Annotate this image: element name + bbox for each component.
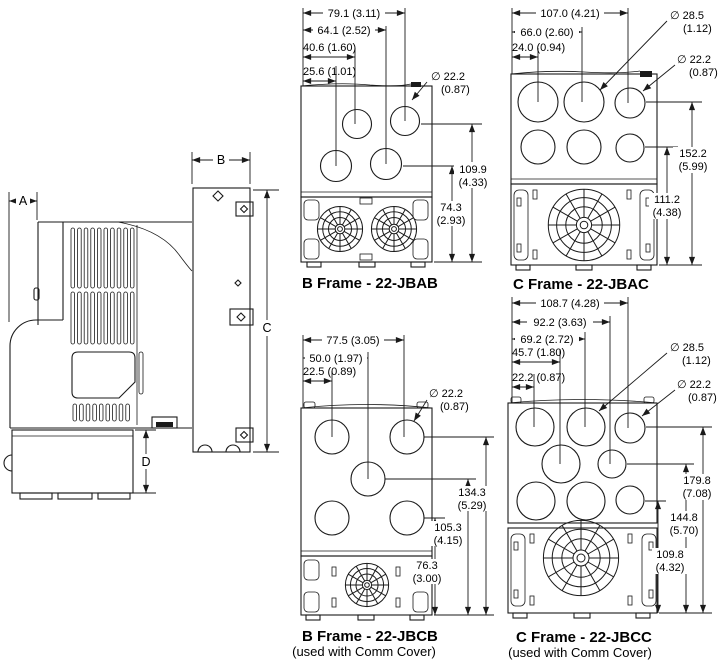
fan-grille-icon bbox=[543, 520, 619, 596]
drive-body bbox=[9, 221, 193, 429]
jbab-height-dim-1-in: (4.33) bbox=[459, 177, 488, 189]
jbab-caption: B Frame - 22-JBAB bbox=[302, 275, 438, 292]
vent-slats-upper bbox=[70, 227, 135, 289]
side-view-dimensions: B A C D bbox=[8, 152, 279, 494]
jbab-fan-section bbox=[300, 196, 433, 268]
jbcb-dimensions: 77.5 (3.05) 50.0 (1.97) 22.5 (0.89) ∅ 22… bbox=[302, 334, 494, 616]
jbab-width-dim-2: 64.1 (2.52) bbox=[317, 25, 370, 37]
dim-label-d: D bbox=[141, 455, 150, 469]
fan-grille-icon bbox=[371, 206, 417, 252]
jbcc-fan-section bbox=[507, 520, 658, 619]
access-panel bbox=[71, 351, 136, 399]
terminal-block bbox=[151, 416, 178, 429]
jbcc-caption: C Frame - 22-JBCC bbox=[516, 629, 652, 646]
jbcc-diameter2-label-mm: ∅ 22.2 bbox=[677, 379, 711, 391]
jbcc-height-dim-2-mm: 144.8 bbox=[670, 512, 698, 524]
dim-label-a: A bbox=[19, 194, 28, 208]
jbcb-height-dim-1-in: (5.29) bbox=[458, 500, 487, 512]
jbcb-height-dim-1-mm: 134.3 bbox=[458, 487, 486, 499]
jbcc-height-dim-3-mm: 109.8 bbox=[656, 549, 684, 561]
jbcc-width-dim-3: 69.2 (2.72) bbox=[520, 334, 573, 346]
jbcc-diameter2-label-in: (0.87) bbox=[688, 392, 717, 404]
jbcc-knockouts bbox=[515, 407, 646, 521]
jbcb-knockouts bbox=[314, 419, 425, 536]
jbcb-caption: B Frame - 22-JBCB bbox=[302, 628, 438, 645]
jbac-diameter1-label-in: (1.12) bbox=[683, 23, 712, 35]
body-contour-curve bbox=[117, 221, 193, 272]
jbab-height-dim-1-mm: 109.9 bbox=[459, 164, 487, 176]
vent-slats-middle bbox=[70, 291, 135, 345]
jbab-width-dim-4: 25.6 (1.01) bbox=[303, 66, 356, 78]
screw-tab bbox=[235, 201, 254, 217]
jbab-width-dim-1: 79.1 (3.11) bbox=[328, 8, 380, 20]
jbac-height-dim-1-mm: 152.2 bbox=[679, 148, 707, 160]
dim-label-c: C bbox=[262, 321, 271, 335]
vent-slats-lower bbox=[72, 403, 130, 422]
screw-tab bbox=[229, 308, 254, 326]
jbcb-width-dim-3: 22.5 (0.89) bbox=[303, 366, 356, 378]
jbcb-width-dim-1: 77.5 (3.05) bbox=[326, 335, 379, 347]
jbac-diameter2-label-in: (0.87) bbox=[689, 67, 718, 79]
back-plate bbox=[192, 187, 254, 453]
jbcb-height-dim-3-mm: 76.3 bbox=[416, 560, 437, 572]
jbab-height-dim-2-in: (2.93) bbox=[437, 215, 466, 227]
jbcc-width-dim-5: 22.2 (0.87) bbox=[512, 372, 565, 384]
jbcb-diameter-label-mm: ∅ 22.2 bbox=[429, 388, 463, 400]
fan-grille-icon bbox=[345, 563, 389, 607]
dim-label-b: B bbox=[217, 153, 225, 167]
jbcc-height-dim-1-in: (7.08) bbox=[683, 488, 712, 500]
jbcc-height-dim-1-mm: 179.8 bbox=[683, 475, 711, 487]
jbab-height-dim-2-mm: 74.3 bbox=[440, 202, 461, 214]
jbab-dimensions: 79.1 (3.11) 64.1 (2.52) 40.6 (1.60) 25.6… bbox=[302, 7, 491, 263]
jbac-diameter2-label-mm: ∅ 22.2 bbox=[677, 54, 711, 66]
conduit-box bbox=[3, 429, 134, 500]
jbac-caption: C Frame - 22-JBAC bbox=[513, 276, 649, 293]
jbac-height-dim-1-in: (5.99) bbox=[679, 161, 708, 173]
jbac-height-dim-2-in: (4.38) bbox=[653, 207, 682, 219]
jbcc-width-dim-4: 45.7 (1.80) bbox=[512, 347, 565, 359]
jbcc-width-dim-2: 92.2 (3.63) bbox=[533, 317, 586, 329]
jbab-diameter-label-in: (0.87) bbox=[441, 84, 470, 96]
jbac-height-dim-2-mm: 111.2 bbox=[654, 194, 680, 206]
mounting-hole-diamond bbox=[212, 190, 224, 202]
b-frame-jbcb-drawing: 77.5 (3.05) 50.0 (1.97) 22.5 (0.89) ∅ 22… bbox=[292, 334, 494, 659]
jbcc-width-dim-1: 108.7 (4.28) bbox=[540, 298, 599, 310]
jbcc-dimensions: 108.7 (4.28) 92.2 (3.63) 69.2 (2.72) 45.… bbox=[511, 297, 719, 614]
jbcb-height-dim-2-mm: 105.3 bbox=[434, 522, 462, 534]
jbac-width-dim-3: 24.0 (0.94) bbox=[512, 42, 565, 54]
jbcc-diameter1-label-in: (1.12) bbox=[682, 355, 711, 367]
jbcc-conduit-plate bbox=[507, 396, 658, 524]
jbac-conduit-plate bbox=[510, 70, 658, 185]
jbcc-height-dim-3-in: (4.32) bbox=[656, 562, 685, 574]
jbcb-width-dim-2: 50.0 (1.97) bbox=[309, 353, 362, 365]
jbcb-diameter-label-in: (0.87) bbox=[440, 401, 469, 413]
jbab-width-dim-3: 40.6 (1.60) bbox=[303, 42, 356, 54]
b-frame-jbab-drawing: 79.1 (3.11) 64.1 (2.52) 40.6 (1.60) 25.6… bbox=[300, 7, 491, 292]
jbcc-subcaption: (used with Comm Cover) bbox=[508, 645, 652, 660]
jbac-diameter1-label-mm: ∅ 28.5 bbox=[670, 10, 704, 22]
side-view-drawing: B A C D bbox=[3, 152, 279, 500]
jbcb-height-dim-3-in: (3.00) bbox=[413, 573, 442, 585]
c-frame-jbac-drawing: 107.0 (4.21) 66.0 (2.60) 24.0 (0.94) ∅ 2… bbox=[510, 7, 718, 293]
jbac-knockouts bbox=[517, 81, 646, 165]
jbac-fan-section bbox=[510, 183, 658, 271]
c-frame-jbcc-drawing: 108.7 (4.28) 92.2 (3.63) 69.2 (2.72) 45.… bbox=[507, 297, 719, 660]
screw-tab bbox=[235, 427, 254, 443]
jbac-dimensions: 107.0 (4.21) 66.0 (2.60) 24.0 (0.94) ∅ 2… bbox=[511, 7, 718, 266]
jbcb-height-dim-2-in: (4.15) bbox=[434, 535, 463, 547]
jbab-diameter-label-mm: ∅ 22.2 bbox=[431, 71, 465, 83]
fan-grille-icon bbox=[317, 206, 363, 252]
jbcc-diameter1-label-mm: ∅ 28.5 bbox=[670, 342, 704, 354]
jbac-width-dim-2: 66.0 (2.60) bbox=[520, 27, 573, 39]
fan-grille-icon bbox=[547, 188, 621, 262]
jbcb-subcaption: (used with Comm Cover) bbox=[292, 644, 436, 659]
jbac-width-dim-1: 107.0 (4.21) bbox=[540, 8, 599, 20]
jbcc-height-dim-2-in: (5.70) bbox=[670, 525, 699, 537]
